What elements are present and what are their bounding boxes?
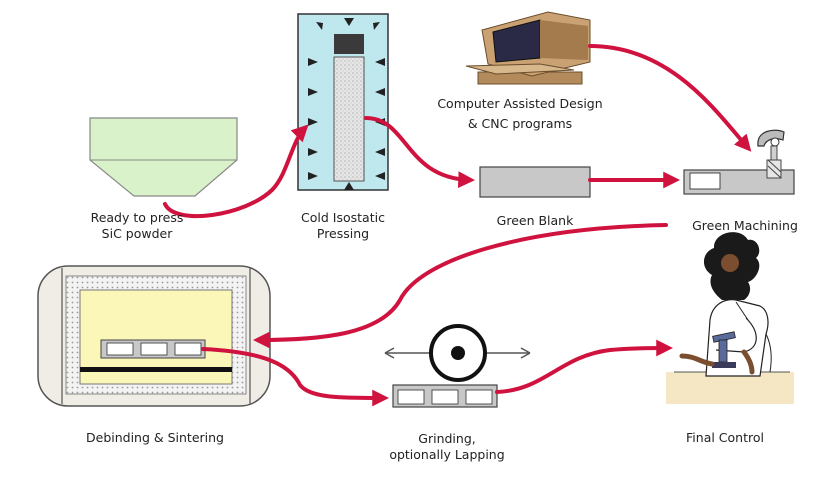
grinding-label: Grinding, optionally Lapping [389, 431, 505, 462]
press-icon [297, 13, 389, 191]
arrow-computer-to-machining [588, 44, 752, 152]
grinder-icon [384, 324, 531, 408]
arrow-grinder-to-control [495, 339, 674, 394]
microscope-icon [666, 232, 794, 404]
hopper-icon [89, 117, 238, 197]
cip-label: Cold Isostatic Pressing [301, 210, 385, 241]
sintering-label: Debinding & Sintering [86, 430, 224, 445]
computer-icon [465, 11, 591, 85]
arrow-powder-to-press [163, 124, 309, 218]
cad-label: Computer Assisted Design & CNC programs [437, 96, 603, 131]
furnace-icon [37, 265, 271, 407]
green-blank-label: Green Blank [496, 213, 574, 228]
final-control-label: Final Control [686, 430, 764, 445]
green-machining-label: Green Machining [692, 218, 798, 233]
powder-label: Ready to press SiC powder [90, 210, 184, 241]
arrow-press-to-blank [364, 116, 476, 189]
flow-arrows [163, 44, 752, 407]
lathe-icon [683, 129, 795, 195]
arrow-furnace-to-grinder [201, 347, 390, 407]
blank-icon [479, 166, 591, 198]
arrow-machining-to-furnace [252, 223, 668, 349]
